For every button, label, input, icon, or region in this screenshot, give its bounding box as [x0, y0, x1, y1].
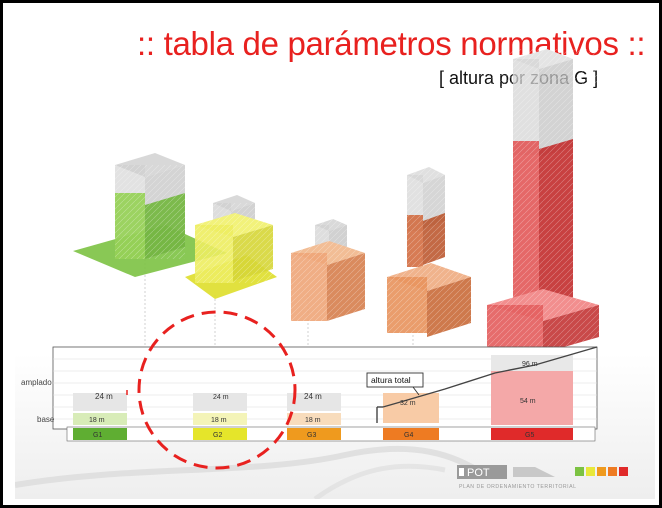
- zone-g4-code: G4: [404, 432, 413, 439]
- zone-g1-base-height: 18 m: [89, 417, 105, 424]
- total-height-callout: altura total: [366, 372, 424, 396]
- zone-g5-swatch: [491, 428, 573, 440]
- zone-g2-swatch: [193, 428, 247, 440]
- zone-g5-code: G5: [525, 432, 534, 439]
- zone-g2-upper-height: 24 m: [213, 394, 229, 401]
- zone-g1-building: [73, 153, 227, 277]
- zone-g5-upper-height: 54 m: [520, 398, 536, 405]
- annotation-dashed-circle: [137, 310, 297, 470]
- height-table: [52, 346, 598, 430]
- zone-g3-code: G3: [307, 432, 316, 439]
- palette-swatch-2: [586, 467, 595, 476]
- zone-g5-building: [487, 49, 599, 353]
- palette-swatch-4: [608, 467, 617, 476]
- zone-g2-building: [185, 195, 277, 299]
- zone-g4-swatch: [383, 428, 439, 440]
- row-label-upper: amplado: [21, 378, 52, 387]
- zone-g4-building: [387, 167, 471, 337]
- zone-g4-upper-height: 32 m: [400, 400, 416, 407]
- pot-logo: POT PLAN DE ORDENAMIENTO TERRITORIAL: [457, 465, 628, 490]
- zone-g1-swatch: [73, 428, 127, 440]
- zone-g1-upper-height: 24 m: [95, 392, 113, 401]
- zone-g3-building: [291, 219, 365, 321]
- row-label-base: base: [37, 415, 55, 424]
- zone-g5-total-height: 96 m: [522, 361, 538, 368]
- palette-swatch-3: [597, 467, 606, 476]
- zone-g1-code: G1: [93, 432, 102, 439]
- zone-g3-upper-height: 24 m: [304, 392, 322, 401]
- zone-g2-base-height: 18 m: [211, 417, 227, 424]
- zone-g3-base-height: 18 m: [305, 417, 321, 424]
- callout-label: altura total: [371, 375, 411, 385]
- palette-swatch-5: [619, 467, 628, 476]
- pot-logo-text: POT: [467, 467, 490, 479]
- zoning-illustration: amplado base 24 m 24 m 24 m 32 m 54 m 96…: [15, 49, 628, 499]
- presentation-slide: :: tabla de parámetros normativos :: [ a…: [15, 15, 655, 499]
- pot-logo-tagline: PLAN DE ORDENAMIENTO TERRITORIAL: [459, 484, 576, 490]
- zone-g3-swatch: [287, 428, 341, 440]
- palette-swatch-1: [575, 467, 584, 476]
- zone-g2-code: G2: [213, 432, 222, 439]
- zone-code-strip: G1 G2 G3 G4 G5: [66, 426, 596, 442]
- background-swoosh: [15, 445, 487, 499]
